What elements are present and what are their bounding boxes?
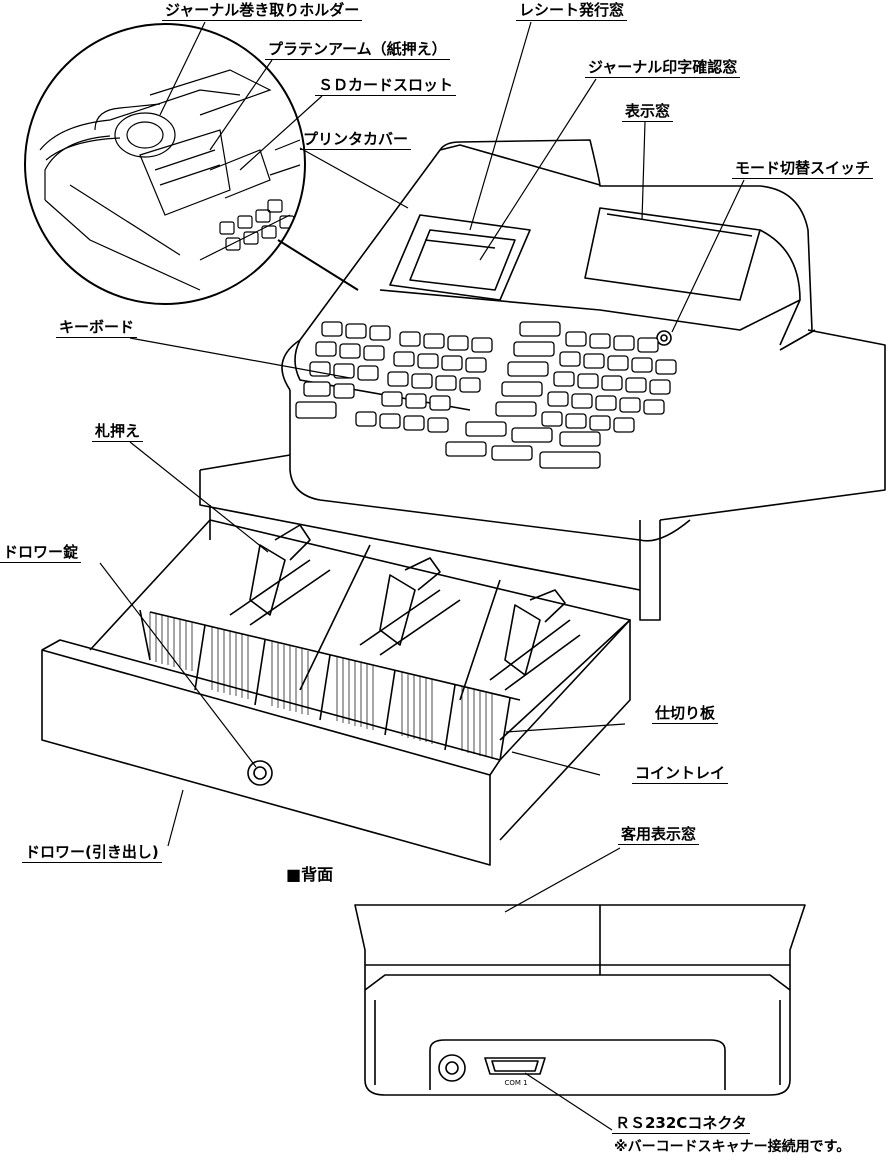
cash-drawer xyxy=(41,454,661,866)
section-title-rear: ■背面 xyxy=(286,865,334,884)
com-port-label: COM 1 xyxy=(504,1079,527,1087)
label-rs232c: ＲＳ232Cコネクタ xyxy=(612,1114,750,1134)
label-bill-holder: 札押え xyxy=(92,422,144,442)
keyboard-keys xyxy=(295,321,677,469)
label-mode-switch: モード切替スイッチ xyxy=(732,159,874,179)
label-coin-tray: コイントレイ xyxy=(632,764,729,784)
label-display-window: 表示窓 xyxy=(622,102,674,122)
label-drawer-lock: ドロワー錠 xyxy=(0,543,82,563)
label-divider: 仕切り板 xyxy=(652,704,719,724)
rear-view xyxy=(354,904,806,1096)
note-barcode-scanner: ※バーコードスキャナー接続用です。 xyxy=(614,1139,851,1155)
label-drawer: ドロワー(引き出し) xyxy=(22,843,162,863)
label-platen-arm: プラテンアーム（紙押え） xyxy=(265,40,450,60)
label-keyboard: キーボード xyxy=(56,318,138,338)
label-journal-holder: ジャーナル巻き取りホルダー xyxy=(162,1,363,21)
leader-lines xyxy=(99,21,745,1131)
label-customer-display: 客用表示窓 xyxy=(618,825,700,845)
printer-detail-inset xyxy=(24,23,359,305)
label-receipt-window: レシート発行窓 xyxy=(516,1,628,21)
label-journal-window: ジャーナル印字確認窓 xyxy=(585,58,741,78)
label-printer-cover: プリンタカバー xyxy=(300,130,412,150)
register-body xyxy=(281,139,886,542)
label-sd-slot: ＳＤカードスロット xyxy=(315,76,457,96)
